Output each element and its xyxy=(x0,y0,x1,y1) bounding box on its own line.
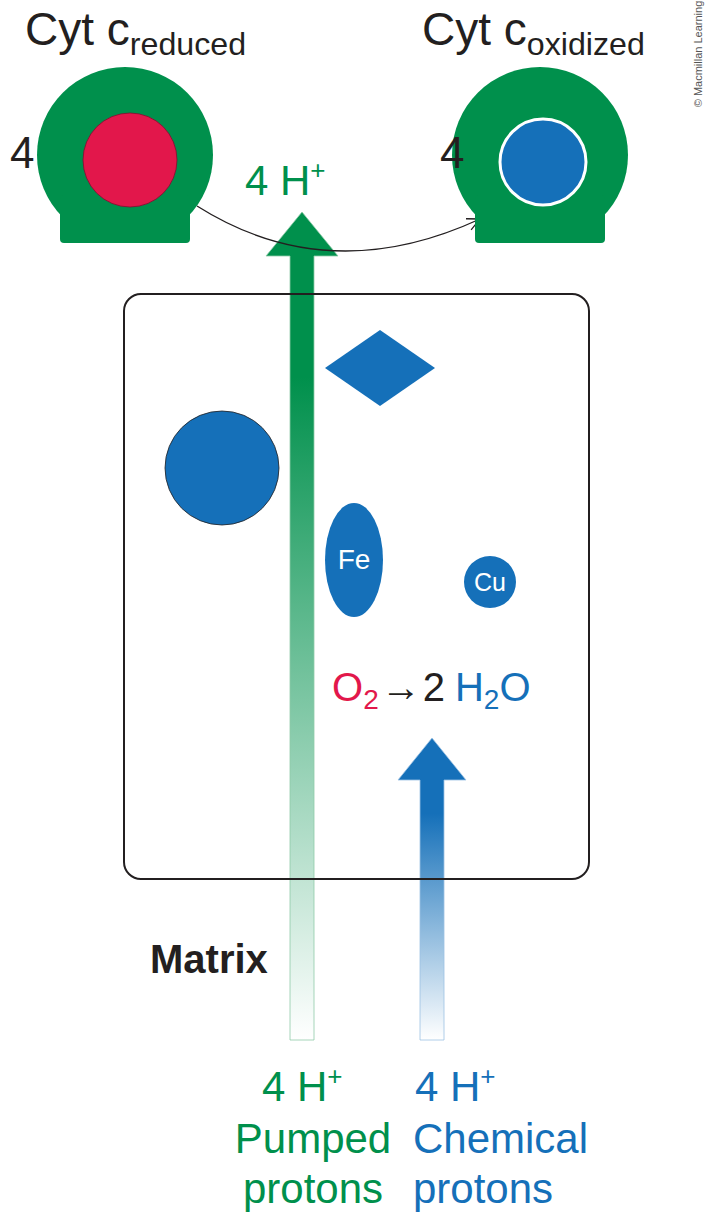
stoichiometry-number: 4 xyxy=(10,128,34,177)
cytochrome-c-oxidized: Cyt coxidized xyxy=(420,0,702,250)
copper-circle: Cu xyxy=(463,555,517,609)
proton-count: 4 H xyxy=(245,157,310,204)
proton-caption-group: Pumped protons xyxy=(208,1114,418,1214)
equation-part: 2 xyxy=(363,684,379,715)
arrow-curve xyxy=(197,206,480,251)
heme-dot xyxy=(83,113,177,207)
cytochrome-heading: Cyt coxidized xyxy=(422,4,645,62)
stoichiometry-number-group: 4 xyxy=(440,128,464,179)
heme-iron-ellipse: Fe xyxy=(324,502,384,618)
metal-symbol: Fe xyxy=(338,546,371,574)
stoichiometry-number-group: 4 xyxy=(10,128,34,179)
stoichiometry-number: 4 xyxy=(440,128,464,177)
proton-caption-group: Chemical protons xyxy=(413,1114,643,1214)
equation-part: H xyxy=(455,665,484,709)
complex-iv-box: O2→2H2OFeCu xyxy=(123,293,590,880)
proton-count-group: 4 H+ xyxy=(415,1062,496,1111)
protein-name: Cyt c xyxy=(422,3,527,55)
charge-sign: + xyxy=(327,1061,342,1091)
heme-a3-diamond xyxy=(325,330,435,406)
cytochrome-c-reduced: Cyt creduced xyxy=(8,0,278,250)
electron-transfer-arrow xyxy=(197,206,480,251)
iron-ellipse xyxy=(325,503,383,617)
equation-part: 2 xyxy=(484,684,500,715)
proton-count-group: 4 H+ xyxy=(245,156,326,205)
charge-sign: + xyxy=(480,1061,495,1091)
equation-part: 2 xyxy=(423,665,445,709)
charge-sign: + xyxy=(310,155,325,185)
matrix-label-group: Matrix xyxy=(150,936,268,982)
proton-count: 4 H xyxy=(415,1063,480,1110)
redox-state: reduced xyxy=(130,26,246,62)
protein-body xyxy=(452,67,628,243)
copyright-note-group: © Macmillan Learning xyxy=(691,0,705,114)
equation-part: O xyxy=(332,665,363,709)
proton-count: 4 H xyxy=(262,1063,327,1110)
proton-caption: Chemical protons xyxy=(413,1115,588,1212)
proton-caption: Pumped protons xyxy=(235,1115,391,1212)
metal-symbol: Cu xyxy=(474,570,506,595)
heme-a-circle xyxy=(165,411,279,525)
equation-part: → xyxy=(381,665,421,709)
protein-name: Cyt c xyxy=(25,3,130,55)
proton-count-group: 4 H+ xyxy=(262,1062,343,1111)
metal-label-wrap: Cu xyxy=(463,555,517,609)
copper-dot xyxy=(464,556,516,608)
heme-dot xyxy=(500,119,586,205)
reaction-equation: O2→2H2O xyxy=(332,665,531,716)
metal-label-wrap: Fe xyxy=(324,502,384,618)
equation-part: O xyxy=(499,665,530,709)
chemical-proton-arrow xyxy=(398,738,466,1040)
matrix-label: Matrix xyxy=(150,937,268,981)
redox-state: oxidized xyxy=(527,26,645,62)
protein-body xyxy=(37,67,213,243)
pumped-proton-arrow xyxy=(266,212,338,1040)
copyright-note: © Macmillan Learning xyxy=(692,1,704,108)
cytochrome-heading: Cyt creduced xyxy=(25,4,246,62)
